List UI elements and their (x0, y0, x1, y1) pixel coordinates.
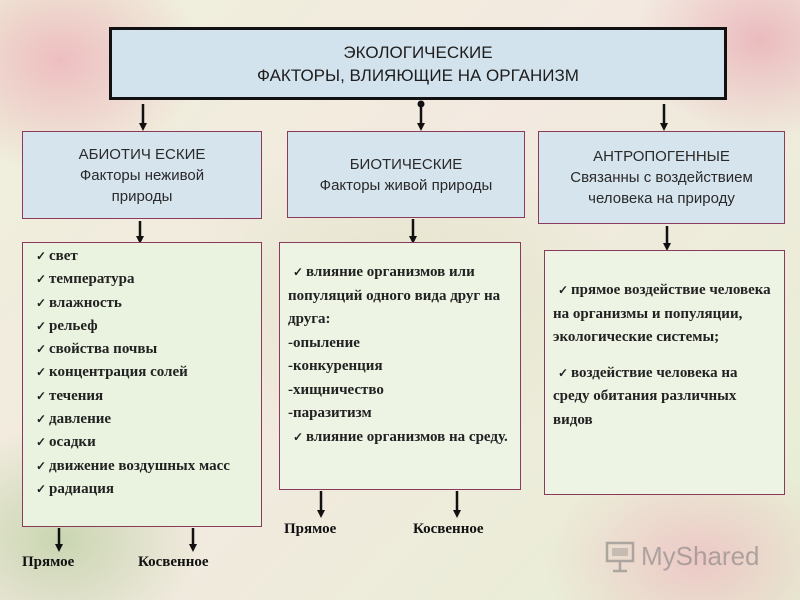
abiotic-box: АБИОТИЧ ЕСКИЕ Факторы неживой природы (22, 131, 262, 219)
checkmark-icon: ✓ (35, 249, 47, 263)
biotic-direct-caption: Прямое (284, 521, 337, 537)
checkmark-icon: ✓ (292, 429, 304, 444)
abiotic-indirect-caption: Косвенное (138, 554, 209, 570)
abiotic-line-2: Факторы неживой (79, 166, 205, 184)
list-item: ✓влияние организмов на среду. (288, 426, 510, 450)
list-item: -хищничество (288, 381, 384, 398)
list-item: ✓течения (35, 385, 251, 408)
checkmark-icon: ✓ (35, 458, 47, 473)
checkmark-icon: ✓ (35, 388, 47, 403)
list-item: ✓концентрация солей (35, 361, 251, 384)
abiotic-list: ✓свет ✓температура ✓влажность ✓рельеф ✓с… (35, 245, 251, 501)
list-item: ✓влажность (35, 292, 251, 315)
list-item: ✓влияние организмов или популяций одного… (288, 261, 510, 332)
checkmark-icon: ✓ (557, 283, 569, 297)
abiotic-title: АБИОТИЧ ЕСКИЕ (78, 145, 206, 163)
list-item: ✓свойства почвы (35, 338, 251, 361)
biotic-box: БИОТИЧЕСКИЕ Факторы живой природы (287, 131, 525, 218)
checkmark-icon: ✓ (35, 435, 47, 450)
abiotic-list-box: ✓свет ✓температура ✓влажность ✓рельеф ✓с… (22, 242, 262, 527)
biotic-title: БИОТИЧЕСКИЕ (349, 155, 463, 173)
watermark-text: MyShared (641, 540, 760, 571)
biotic-line-2: Факторы живой природы (319, 176, 493, 194)
header-line-2: ФАКТОРЫ, ВЛИЯЮЩИЕ НА ОРГАНИЗМ (257, 65, 579, 85)
anthropogenic-line-3: человека на природу (588, 190, 735, 207)
header-box: ЭКОЛОГИЧЕСКИЕ ФАКТОРЫ, ВЛИЯЮЩИЕ НА ОРГАН… (109, 27, 727, 100)
arrow-dot (417, 100, 425, 108)
list-item: ✓давление (35, 408, 251, 431)
checkmark-icon: ✓ (557, 365, 569, 380)
list-item: ✓прямое воздействие человека на организм… (553, 279, 776, 350)
anthropogenic-title: АНТРОПОГЕННЫЕ (593, 148, 730, 165)
list-item: -паразитизм (288, 405, 372, 421)
checkmark-icon: ✓ (35, 272, 47, 287)
header-line-1: ЭКОЛОГИЧЕСКИЕ (343, 42, 493, 62)
checkmark-icon: ✓ (35, 412, 47, 427)
list-item: ✓температура (35, 268, 251, 291)
biotic-indirect-caption: Косвенное (413, 521, 484, 537)
anthropogenic-line-2: Связанны с воздействием (570, 169, 753, 186)
checkmark-icon: ✓ (35, 365, 47, 380)
anthropogenic-box: АНТРОПОГЕННЫЕ Связанны с воздействием че… (538, 131, 785, 224)
anthropogenic-list-box: ✓прямое воздействие человека на организм… (544, 250, 785, 495)
anthropogenic-list: ✓прямое воздействие человека на организм… (553, 279, 776, 432)
list-item: ✓свет (35, 245, 251, 268)
checkmark-icon: ✓ (292, 265, 304, 279)
checkmark-icon: ✓ (35, 295, 47, 310)
abiotic-line-3: природы (111, 187, 173, 205)
list-item: ✓осадки (35, 431, 251, 454)
abiotic-direct-caption: Прямое (22, 554, 75, 570)
list-item: -конкуренция (288, 358, 383, 374)
biotic-list-box: ✓влияние организмов или популяций одного… (279, 242, 521, 490)
list-item: -опыление (288, 334, 360, 351)
list-item: ✓радиация (35, 478, 251, 501)
checkmark-icon: ✓ (35, 481, 47, 496)
biotic-list: ✓влияние организмов или популяций одного… (288, 261, 510, 449)
list-item: ✓воздействие человека на среду обитания … (553, 362, 776, 433)
list-item: ✓рельеф (35, 315, 251, 338)
presentation-board-icon (605, 541, 635, 573)
watermark: MyShared (605, 538, 765, 574)
list-item: ✓движение воздушных масс (35, 455, 251, 478)
checkmark-icon: ✓ (35, 342, 47, 357)
checkmark-icon: ✓ (35, 318, 47, 333)
